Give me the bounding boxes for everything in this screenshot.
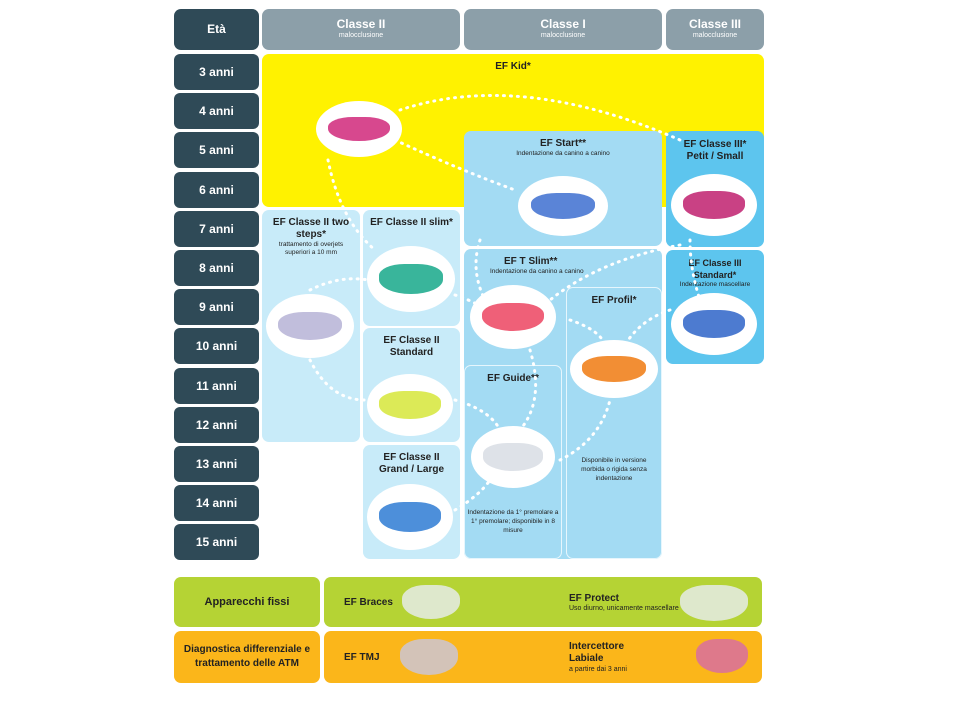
column-title: Classe I	[540, 17, 586, 31]
arrow-twosteps-to-standard	[308, 358, 367, 402]
age-row-label: 8 anni	[174, 250, 259, 286]
age-row-label: 15 anni	[174, 524, 259, 561]
device-note: trattamento di overjets superiori a 10 m…	[278, 241, 344, 256]
arrow-tslim-to-profil	[568, 318, 607, 347]
age-row-label: 7 anni	[174, 210, 259, 247]
device-note: Disponibile in versione morbida o rigida…	[581, 457, 647, 482]
device-name: EF Classe II slim*	[370, 217, 453, 228]
column-subtitle: malocclusione	[338, 32, 384, 39]
device-name: EF Classe II Standard	[383, 335, 440, 358]
arrow-standard-to-guide	[453, 398, 502, 432]
atm-row: EF TMJ Intercettore Labiale a partire da…	[324, 631, 762, 683]
arrow-slim-to-tslim	[453, 293, 480, 307]
ef-kid-image	[316, 101, 402, 157]
age-row-label: 6 anni	[174, 171, 259, 208]
arrow-twosteps-to-slim	[308, 277, 370, 292]
age-row-label: 10 anni	[174, 328, 259, 365]
ef-protect-label: EF Protect	[569, 593, 620, 604]
ef-protect-image	[680, 585, 748, 621]
device-name: EF Classe II two steps*	[272, 217, 350, 240]
age-row-label: 14 anni	[174, 485, 259, 522]
device-note: Indentazione da canino a canino	[516, 150, 610, 157]
device-name: EF Classe III Standard*	[688, 258, 742, 280]
arrow-classe3-to-profil	[623, 308, 672, 347]
column-subtitle: malocclusione	[540, 32, 586, 39]
column-title: Classe III	[688, 17, 742, 31]
ef-classe3-standard-image	[671, 293, 757, 355]
column-subtitle: malocclusione	[692, 32, 738, 39]
arrow-kid-to-start	[393, 138, 517, 192]
age-row-label: 5 anni	[174, 132, 259, 169]
age-row-label: 12 anni	[174, 406, 259, 443]
arrow-kid-to-classe3	[398, 94, 682, 142]
arrow-petit-to-standard	[688, 238, 702, 302]
ef-classe3-petit-image	[671, 174, 757, 236]
intercettore-labiale-label: Intercettore Labiale	[569, 641, 625, 664]
age-row-label: 13 anni	[174, 446, 259, 482]
column-title: Classe II	[336, 17, 386, 31]
ef-profil-box: EF Profil* Disponibile in versione morbi…	[566, 287, 662, 559]
device-name: EF Classe II Grand / Large	[378, 452, 444, 475]
ef-tmj-image	[400, 639, 458, 675]
ef-classe2-two-steps-image	[266, 294, 354, 358]
device-name: EF Start**	[539, 138, 587, 149]
ef-classe2-grand-image	[367, 484, 453, 550]
device-name: EF T Slim**	[504, 256, 558, 267]
age-row-label: 3 anni	[174, 54, 259, 90]
ef-classe2-standard-image	[367, 374, 453, 436]
device-note: Indentazione da canino a canino	[490, 268, 584, 275]
age-row-label: 4 anni	[174, 93, 259, 130]
fixed-appliances-row: EF Braces EF Protect Uso diurno, unicame…	[324, 577, 762, 627]
ef-start-image	[518, 176, 608, 236]
intercettore-labiale-image	[696, 639, 748, 673]
device-note: Indentazione mascellare	[679, 281, 751, 288]
device-name: EF Kid*	[495, 61, 531, 72]
arrow-kid-to-slim	[326, 158, 377, 252]
device-note: Indentazione da 1° premolare a 1° premol…	[467, 509, 559, 534]
ef-guide-image	[471, 426, 555, 488]
atm-label: Diagnostica differenziale e trattamento …	[174, 631, 320, 683]
arrow-classe3-to-tslim	[548, 243, 682, 302]
age-row-label: 9 anni	[174, 289, 259, 326]
ef-tmj-label: EF TMJ	[344, 652, 380, 663]
age-header: Età	[174, 9, 259, 50]
ef-protect-note: Uso diurno, unicamente mascellare	[569, 605, 679, 612]
ef-profil-image	[570, 340, 658, 398]
arrow-tslim-to-guide	[518, 348, 538, 432]
arrow-start-to-tslim	[474, 238, 487, 302]
ef-braces-label: EF Braces	[344, 597, 393, 608]
device-name: EF Guide**	[487, 373, 539, 384]
device-name: EF Profil*	[591, 295, 637, 306]
intercettore-labiale-note: a partire dai 3 anni	[569, 666, 627, 673]
ef-braces-image	[402, 585, 460, 619]
fixed-appliances-label: Apparecchi fissi	[174, 577, 320, 627]
age-row-label: 11 anni	[174, 367, 259, 404]
arrow-grand-to-guide	[453, 478, 492, 512]
arrow-guide-to-profil	[558, 398, 612, 462]
device-name: EF Classe III* Petit / Small	[683, 139, 747, 162]
ef-classe2-slim-image	[367, 246, 455, 312]
